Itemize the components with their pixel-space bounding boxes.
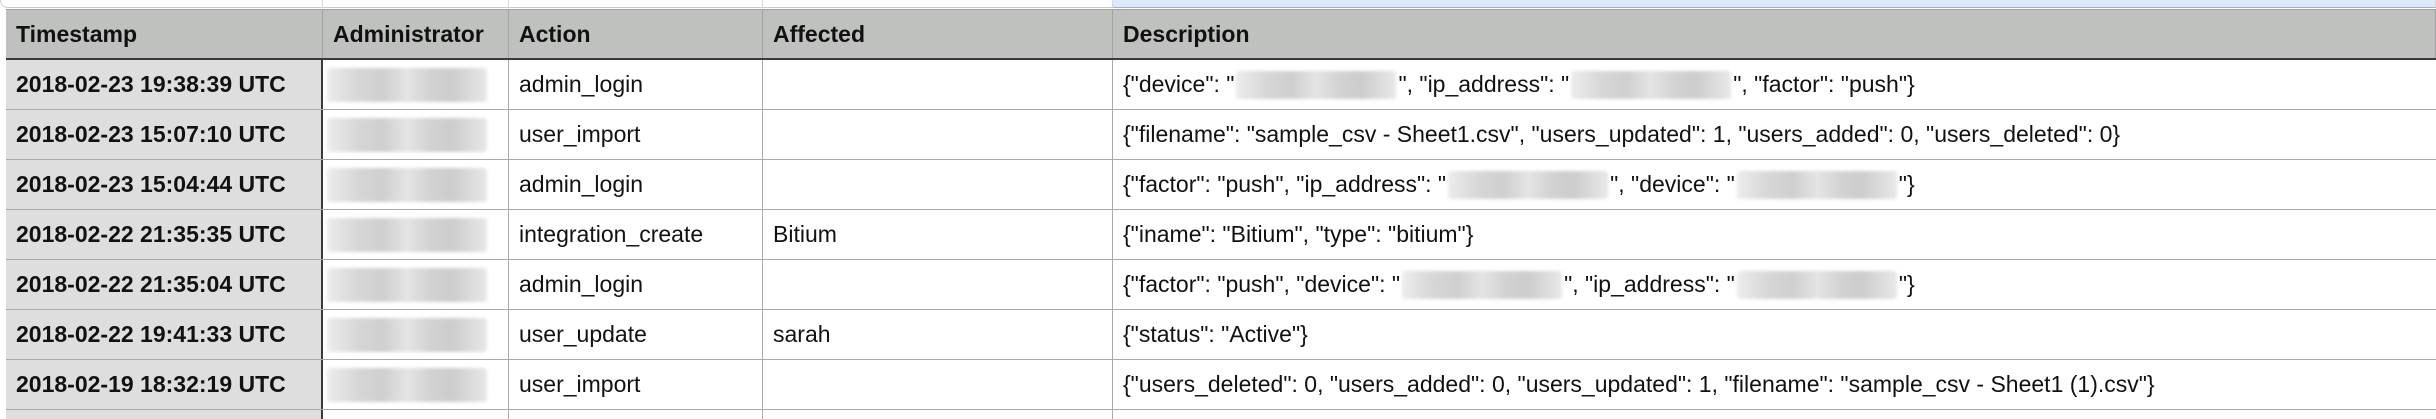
affected-cell[interactable] (763, 360, 1113, 409)
action-cell[interactable]: user_import (509, 360, 763, 409)
description-cell[interactable]: {"users_deleted": 0, "users_added": 0, "… (1113, 360, 2436, 409)
action-cell[interactable]: admin_login (509, 60, 763, 109)
redacted-device (1402, 270, 1563, 299)
table-row: 2018-02-23 19:38:39 UTC admin_login {"de… (6, 60, 2436, 110)
column-letter-a[interactable] (0, 0, 323, 8)
timestamp-cell[interactable] (6, 410, 323, 419)
table-row: 2018-02-22 21:35:35 UTC integration_crea… (6, 210, 2436, 260)
header-description[interactable]: Description (1113, 10, 2436, 58)
administrator-cell[interactable] (323, 210, 509, 259)
column-letter-c[interactable] (509, 0, 763, 8)
redacted-device (1236, 70, 1397, 99)
timestamp-cell[interactable]: 2018-02-22 21:35:35 UTC (6, 210, 323, 259)
description-text: {"factor": "push", "device": " (1123, 271, 1401, 297)
redacted-administrator (327, 167, 487, 202)
description-text: {"device": " (1123, 71, 1235, 97)
timestamp-cell[interactable]: 2018-02-22 19:41:33 UTC (6, 310, 323, 359)
redacted-ip-address (1448, 170, 1609, 199)
table-row: 2018-02-19 18:32:19 UTC user_import {"us… (6, 360, 2436, 410)
administrator-cell[interactable] (323, 110, 509, 159)
administrator-cell[interactable] (323, 60, 509, 109)
redacted-ip-address (1571, 70, 1732, 99)
timestamp-cell[interactable]: 2018-02-23 15:04:44 UTC (6, 160, 323, 209)
affected-cell[interactable] (763, 260, 1113, 309)
affected-cell[interactable]: Bitium (763, 210, 1113, 259)
table-row: 2018-02-22 19:41:33 UTC user_update sara… (6, 310, 2436, 360)
redacted-administrator (327, 217, 487, 252)
affected-cell[interactable]: sarah (763, 310, 1113, 359)
redacted-device (1736, 170, 1897, 199)
header-timestamp[interactable]: Timestamp (6, 10, 323, 58)
description-text: ", "device": " (1610, 171, 1735, 197)
header-administrator[interactable]: Administrator (323, 10, 509, 58)
redacted-administrator (327, 367, 487, 402)
redacted-administrator (327, 117, 487, 152)
description-text: ", "ip_address": " (1398, 71, 1570, 97)
description-text: {"factor": "push", "ip_address": " (1123, 171, 1447, 197)
action-cell[interactable]: admin_login (509, 260, 763, 309)
description-cell[interactable]: {"factor": "push", "ip_address": " ", "de… (1113, 160, 2436, 209)
administrator-cell[interactable] (323, 160, 509, 209)
description-cell[interactable]: {"device": " ", "ip_address": " ", "factor… (1113, 60, 2436, 109)
column-letter-e-selected[interactable] (1113, 0, 2436, 8)
table-row: 2018-02-23 15:07:10 UTC user_import {"fi… (6, 110, 2436, 160)
table-row: 2018-02-23 15:04:44 UTC admin_login {"fa… (6, 160, 2436, 210)
administrator-cell[interactable] (323, 410, 509, 419)
timestamp-cell[interactable]: 2018-02-23 15:07:10 UTC (6, 110, 323, 159)
administrator-cell[interactable] (323, 360, 509, 409)
description-text: ", "ip_address": " (1564, 271, 1735, 297)
table-row-partial (6, 410, 2436, 419)
description-text: ", "factor": "push"} (1733, 71, 1915, 97)
action-cell[interactable]: user_import (509, 110, 763, 159)
description-cell[interactable]: {"status": "Active"} (1113, 310, 2436, 359)
action-cell[interactable] (509, 410, 763, 419)
timestamp-cell[interactable]: 2018-02-19 18:32:19 UTC (6, 360, 323, 409)
affected-cell[interactable] (763, 60, 1113, 109)
header-action[interactable]: Action (509, 10, 763, 58)
action-cell[interactable]: user_update (509, 310, 763, 359)
redacted-ip-address (1736, 270, 1897, 299)
timestamp-cell[interactable]: 2018-02-23 19:38:39 UTC (6, 60, 323, 109)
affected-cell[interactable] (763, 160, 1113, 209)
description-text: "} (1898, 171, 1915, 197)
affected-cell[interactable] (763, 410, 1113, 419)
administrator-cell[interactable] (323, 310, 509, 359)
redacted-administrator (327, 317, 487, 352)
table-header-row: Timestamp Administrator Action Affected … (6, 9, 2436, 60)
affected-cell[interactable] (763, 110, 1113, 159)
description-cell[interactable]: {"iname": "Bitium", "type": "bitium"} (1113, 210, 2436, 259)
administrator-cell[interactable] (323, 260, 509, 309)
description-cell[interactable]: {"factor": "push", "device": " ", "ip_add… (1113, 260, 2436, 309)
description-cell[interactable] (1113, 410, 2436, 419)
redacted-administrator (327, 267, 487, 302)
audit-log-table: Timestamp Administrator Action Affected … (6, 9, 2436, 419)
table-row: 2018-02-22 21:35:04 UTC admin_login {"fa… (6, 260, 2436, 310)
timestamp-cell[interactable]: 2018-02-22 21:35:04 UTC (6, 260, 323, 309)
redacted-administrator (327, 67, 487, 102)
action-cell[interactable]: integration_create (509, 210, 763, 259)
column-header-strip (0, 0, 2436, 9)
action-cell[interactable]: admin_login (509, 160, 763, 209)
column-letter-d[interactable] (763, 0, 1113, 8)
column-letter-b[interactable] (323, 0, 509, 8)
description-cell[interactable]: {"filename": "sample_csv - Sheet1.csv", … (1113, 110, 2436, 159)
description-text: "} (1898, 271, 1915, 297)
header-affected[interactable]: Affected (763, 10, 1113, 58)
